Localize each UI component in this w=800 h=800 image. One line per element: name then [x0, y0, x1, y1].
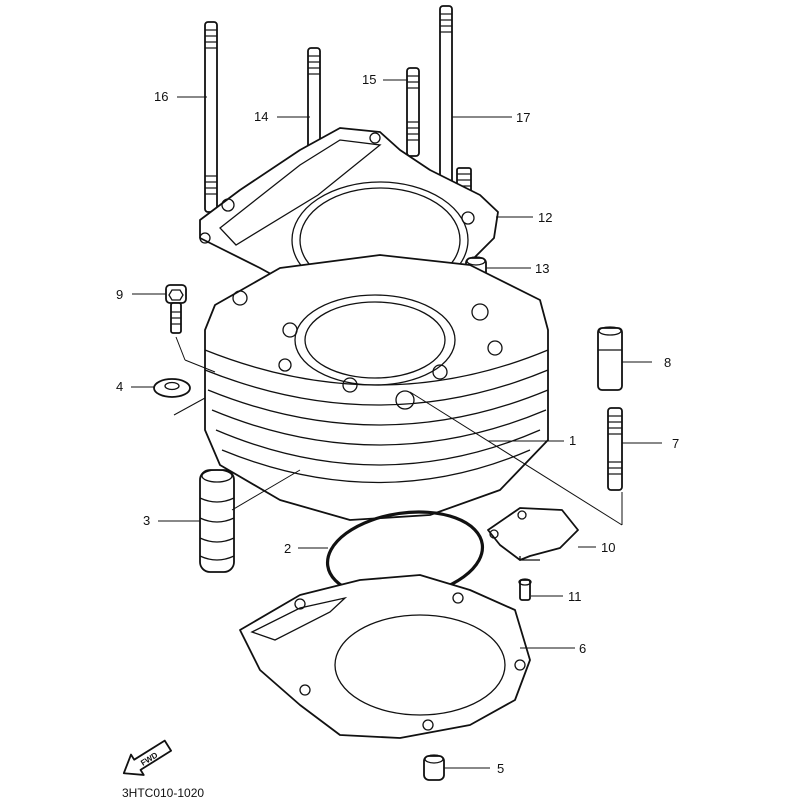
part-15-stud: [406, 67, 420, 157]
forward-arrow-icon: FWD: [122, 739, 172, 776]
label-8: 8: [664, 355, 671, 370]
label-6: 6: [579, 641, 586, 656]
label-12: 12: [538, 210, 552, 225]
label-17: 17: [516, 110, 530, 125]
part-11-screw: [518, 578, 532, 601]
part-3-sleeve: [199, 469, 235, 573]
part-16-stud: [204, 21, 218, 213]
label-4: 4: [116, 379, 123, 394]
label-1: 1: [569, 433, 576, 448]
drawing-code: 3HTC010-1020: [122, 786, 204, 800]
label-7: 7: [672, 436, 679, 451]
part-9-bolt: [165, 284, 187, 334]
part-4-washer: [153, 378, 191, 398]
part-8-dowel: [597, 326, 623, 391]
part-7-stud: [607, 407, 623, 491]
part-6-base-gasket: [239, 574, 531, 739]
label-16: 16: [154, 89, 168, 104]
label-14: 14: [254, 109, 268, 124]
leader-lines: [131, 79, 662, 769]
label-13: 13: [535, 261, 549, 276]
part-10-bracket: [487, 507, 579, 561]
part-17-stud: [439, 5, 472, 199]
label-10: 10: [601, 540, 615, 555]
label-9: 9: [116, 287, 123, 302]
label-15: 15: [362, 72, 376, 87]
part-5-dowel-pin: [423, 754, 445, 781]
label-5: 5: [497, 761, 504, 776]
label-3: 3: [143, 513, 150, 528]
part-1-cylinder: [204, 254, 549, 521]
part-number-labels: 16 14 15 17 12 13 9 8 4 1 7 3 10 2 11 6 …: [116, 72, 679, 776]
label-11: 11: [568, 589, 582, 604]
label-2: 2: [284, 541, 291, 556]
